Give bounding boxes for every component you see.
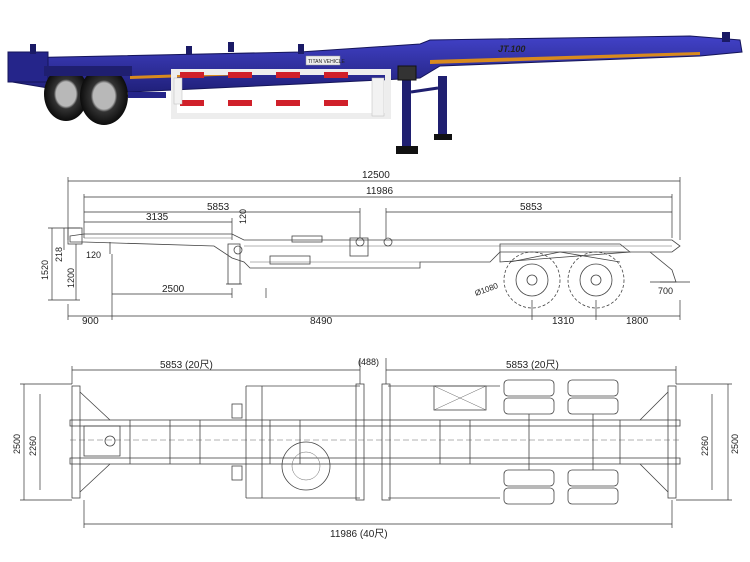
dim-bottom-span: 11986 (40尺) <box>330 528 388 540</box>
side-view-drawing: 12500 11986 5853 5853 3135 120 1520 218 … <box>40 170 690 327</box>
dim-width-outer: 2500 <box>12 434 22 454</box>
dim-front-span: 5853 <box>207 202 230 213</box>
dim-deck-height: 1200 <box>66 268 76 288</box>
twist-lock <box>722 32 730 42</box>
twist-lock <box>298 44 304 54</box>
rear-under-guard <box>649 251 677 283</box>
dim-front-120: 120 <box>86 250 101 260</box>
dim-width-inner: 2260 <box>28 436 38 456</box>
dim-width-inner-right: 2260 <box>700 436 710 456</box>
side-landing-gear <box>226 243 243 285</box>
top-frame <box>69 383 681 501</box>
rear-bumper <box>171 69 391 119</box>
dim-height-total: 1520 <box>40 260 50 280</box>
brand-text: JT.100 <box>498 44 525 54</box>
tool-box <box>291 235 323 243</box>
tire <box>44 67 88 121</box>
twist-lock <box>30 44 36 54</box>
dim-mid-gap: (488) <box>358 357 379 367</box>
dim-front-overhang: 900 <box>82 316 99 327</box>
spare-wheel <box>281 441 331 491</box>
top-tires <box>503 379 619 505</box>
dim-kingpin-to-axle: 8490 <box>310 316 333 327</box>
dim-axle-spread: 1310 <box>552 316 575 327</box>
dim-rear-overhang-h: 700 <box>658 286 673 296</box>
wheel-set <box>44 66 166 125</box>
plate-text: TITAN VEHICLE <box>308 59 346 65</box>
dim-left-span: 5853 (20尺) <box>160 359 213 371</box>
dim-container: 11986 <box>366 186 394 197</box>
trailer-photo: JT.100 TITAN VEHICLE <box>7 32 743 154</box>
twist-lock <box>186 46 192 54</box>
dim-step: 120 <box>238 209 248 224</box>
twist-lock <box>228 42 234 52</box>
top-view-drawing: 5853 (20尺) (488) 5853 (20尺) 2500 2260 25… <box>12 357 740 540</box>
dim-right-span: 5853 (20尺) <box>506 359 559 371</box>
front-bolster <box>7 51 49 83</box>
front-lock-block <box>67 227 83 245</box>
name-plate <box>305 55 341 66</box>
dim-wheel-dia: Ø1080 <box>474 281 500 298</box>
dim-rear-span: 5853 <box>520 202 543 213</box>
tool-box-top <box>433 385 487 411</box>
dim-kingpin-height: 218 <box>54 247 64 262</box>
tire <box>80 67 128 125</box>
dim-landing-gear: 2500 <box>162 284 185 295</box>
orange-stripe <box>430 52 700 64</box>
landing-gear <box>396 65 452 154</box>
dim-gooseneck: 3135 <box>146 212 169 223</box>
side-axle-group <box>499 243 632 309</box>
side-chassis <box>69 233 681 269</box>
dim-width-outer-right: 2500 <box>730 434 740 454</box>
dim-overall: 12500 <box>362 170 390 181</box>
dim-rear-overhang: 1800 <box>626 316 649 327</box>
